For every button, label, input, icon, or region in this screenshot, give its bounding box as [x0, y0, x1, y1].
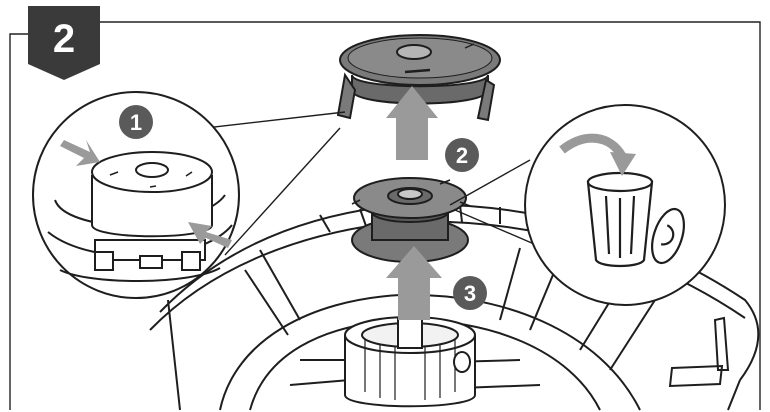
- line-spool: [351, 177, 471, 263]
- press-arrow-right: [188, 222, 232, 248]
- hub-shaft: [344, 316, 476, 408]
- callout-2: 2: [445, 138, 479, 172]
- callout-1: 1: [119, 105, 153, 139]
- callout-3-label: 3: [464, 281, 476, 306]
- step-number: 2: [53, 17, 75, 61]
- step-badge-icon: 2: [28, 6, 100, 80]
- callout-1-label: 1: [130, 110, 142, 135]
- lift-arrow-spool: [386, 246, 442, 320]
- frame-border: [9, 21, 761, 410]
- curved-arrow-icon: [559, 133, 636, 176]
- press-arrow-left: [60, 140, 100, 166]
- spool-cap: [336, 34, 501, 122]
- callout-3: 3: [453, 276, 487, 310]
- zoom-detail-head: [47, 151, 233, 282]
- lift-arrow-cap: [386, 86, 438, 160]
- callout-2-label: 2: [456, 143, 468, 168]
- trash-bin-icon: [586, 171, 685, 268]
